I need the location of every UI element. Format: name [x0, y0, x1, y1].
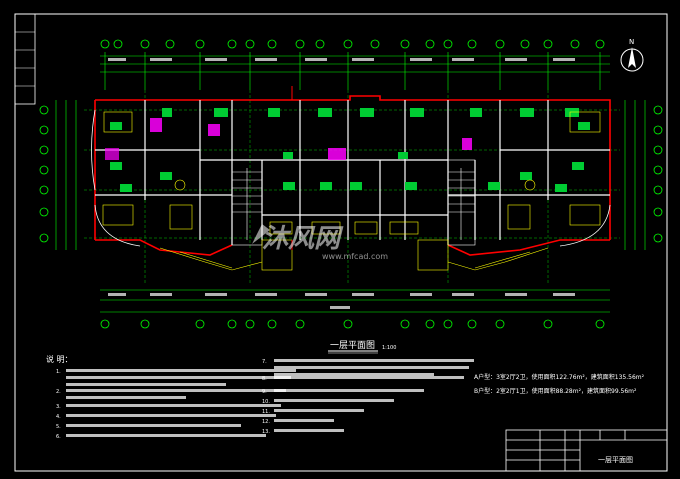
- note-number: 6.: [56, 434, 61, 440]
- title-block: [505, 429, 668, 472]
- note-number: 3.: [56, 404, 61, 410]
- note-number: 8.: [262, 376, 267, 382]
- stairwell-right: [447, 159, 476, 246]
- left-dimension-lines: [55, 100, 77, 250]
- note-number: 1.: [56, 369, 61, 375]
- top-dimension-ticks: [104, 52, 601, 90]
- note-number: 5.: [56, 424, 61, 430]
- right-axis-bubbles: [653, 105, 663, 243]
- balconies: [91, 109, 611, 247]
- bottom-dimension-lines: [100, 289, 610, 313]
- note-number: 4.: [56, 414, 61, 420]
- notes-heading: 说 明：: [46, 354, 73, 364]
- top-dimension-lines: [100, 55, 610, 73]
- top-axis-bubbles: [100, 39, 605, 49]
- note-number: 9.: [262, 389, 267, 395]
- furniture: [102, 111, 601, 235]
- notes-right: 7. 8. 9. 10. 11. 12. 13.: [262, 359, 270, 435]
- drawing-frame: [14, 13, 668, 472]
- exterior-walls: [94, 95, 611, 256]
- entry-canopy: [159, 239, 549, 271]
- room-highlights: [105, 108, 590, 192]
- plan-title: 一层平面图: [330, 340, 375, 351]
- watermark: 沐风网 www.mfcad.com: [252, 224, 388, 261]
- area-summary-a: A户型：3室2厅2卫，使用面积122.76m²，建筑面积135.56m²: [474, 373, 645, 381]
- right-dimension-lines: [624, 100, 646, 250]
- title-block-name: 一层平面图: [598, 456, 633, 464]
- watermark-url: www.mfcad.com: [322, 252, 388, 261]
- watermark-logo-icon: [252, 224, 270, 244]
- note-number: 11.: [262, 409, 270, 415]
- note-number: 7.: [262, 359, 267, 365]
- dimension-text-blocks: [108, 58, 575, 309]
- stairwell-left: [231, 159, 263, 246]
- note-number: 12.: [262, 419, 270, 425]
- binding-strip: [14, 13, 36, 105]
- notes-left-textlines: [66, 369, 296, 437]
- notes-right-textlines: [274, 359, 474, 432]
- area-summary-b: B户型：2室2厅1卫，使用面积88.28m²，建筑面积99.56m²: [474, 387, 637, 395]
- plan-title-group: 一层平面图 1:100: [328, 340, 396, 354]
- bottom-axis-bubbles: [100, 319, 605, 329]
- north-label: N: [629, 38, 634, 46]
- north-arrow-icon: N: [620, 38, 644, 72]
- note-number: 13.: [262, 429, 270, 435]
- note-number: 2.: [56, 389, 61, 395]
- note-number: 10.: [262, 399, 270, 405]
- watermark-brand: 沐风网: [262, 224, 344, 254]
- plan-scale: 1:100: [382, 345, 396, 351]
- notes-left: 1. 2. 3. 4. 5. 6.: [56, 369, 61, 440]
- interior-walls: [95, 100, 610, 245]
- left-axis-bubbles: [39, 105, 49, 243]
